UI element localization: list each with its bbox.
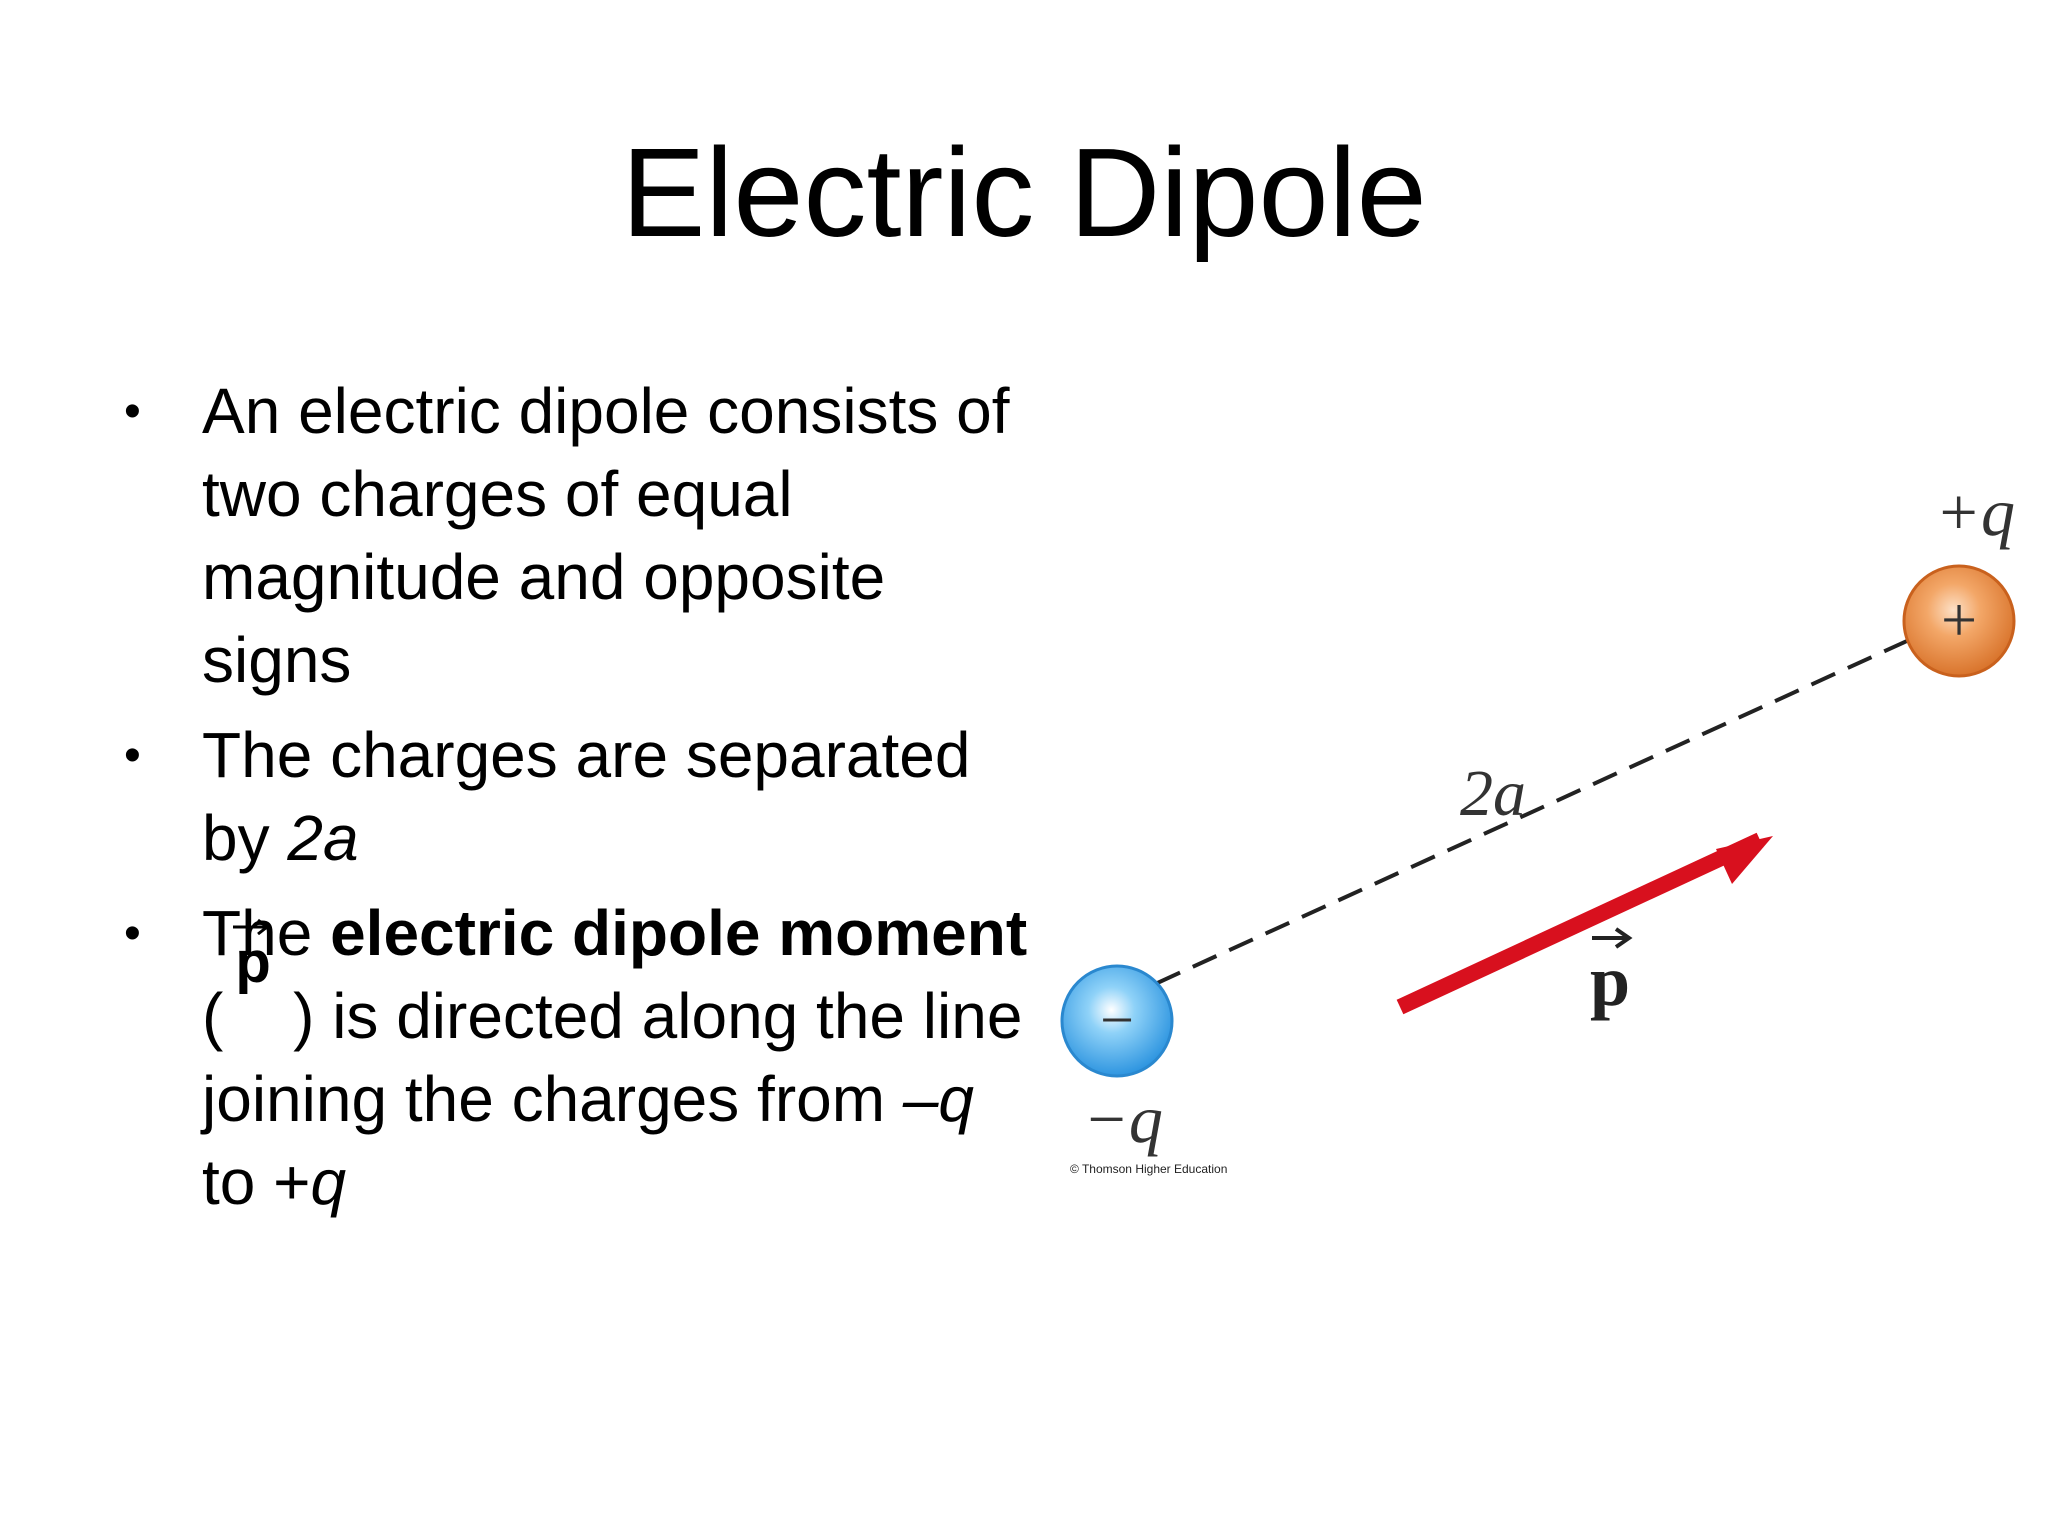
dipole-moment-term: electric dipole moment — [330, 897, 1028, 969]
vector-arrow-icon — [233, 918, 270, 935]
bullet-separation: • The charges are separated by 2a — [120, 714, 1040, 880]
separation-dashed-line — [1119, 633, 1921, 1002]
image-credit: © Thomson Higher Education — [1070, 1162, 1227, 1176]
positive-charge-label: +q — [1935, 474, 2015, 550]
bullet-dipole-definition: • An electric dipole consists of two cha… — [120, 370, 1040, 702]
vector-p-symbol: p — [1590, 941, 1630, 1021]
bullet-list: • An electric dipole consists of two cha… — [120, 370, 1040, 1236]
dipole-diagram: − + +q −q 2a p © Thomson Higher Educatio… — [1060, 474, 2016, 1176]
inline-p-symbol: p — [235, 930, 271, 995]
negative-charge-sphere — [1060, 964, 1174, 1078]
bullet-text: ( — [202, 980, 224, 1052]
bullet-mark: • — [124, 907, 141, 960]
bullet-text: An electric dipole consists of two charg… — [202, 375, 1010, 696]
bullet-text: The charges are separated by — [202, 719, 971, 874]
negative-sign-icon: − — [1100, 987, 1134, 1053]
separation-label: 2a — [1460, 757, 1526, 830]
vector-p-label: p — [1590, 927, 1633, 1021]
slide-title: Electric Dipole — [621, 122, 1427, 263]
bullet-mark: • — [124, 385, 141, 438]
positive-charge-ref: q — [310, 1146, 347, 1218]
bullet-text: to + — [202, 1146, 311, 1218]
separation-variable: 2a — [287, 802, 359, 874]
negative-charge-ref: –q — [902, 1063, 974, 1135]
bullet-dipole-moment: • The electric dipole moment (p ) is dir… — [120, 892, 1040, 1224]
negative-charge-label: −q — [1083, 1081, 1163, 1157]
positive-charge-sphere — [1902, 564, 2016, 678]
bullet-text: The — [202, 897, 331, 969]
bullet-mark: • — [124, 729, 141, 782]
bullet-text: ) is directed along the line joining the… — [202, 980, 1023, 1135]
positive-sign-icon: + — [1941, 584, 1977, 655]
dipole-moment-arrow-shaft — [1396, 832, 1764, 1015]
dipole-moment-arrowhead-icon — [1716, 836, 1773, 884]
inline-p-vector: p — [223, 918, 275, 1038]
